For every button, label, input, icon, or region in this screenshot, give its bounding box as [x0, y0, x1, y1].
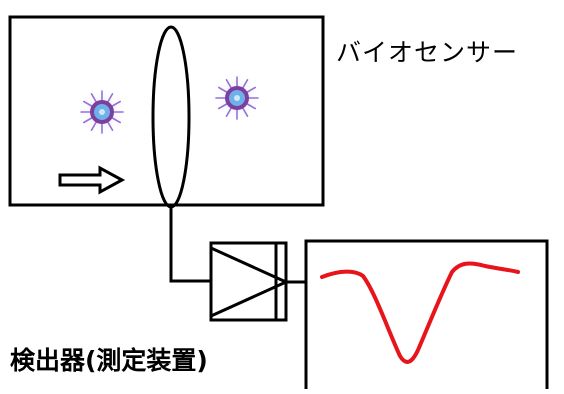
flow-arrow-icon: [58, 165, 126, 195]
detector-label: 検出器(測定装置): [10, 346, 208, 375]
sensor-ring: [151, 25, 191, 209]
connector-wire: [169, 207, 211, 283]
virus-particle-icon: [76, 86, 128, 138]
biosensor-chamber: [8, 15, 325, 207]
signal-monitor: [304, 239, 549, 394]
signal-curve: [320, 261, 520, 364]
virus-particle-icon: [211, 72, 263, 124]
triangle-detector-icon: [209, 241, 288, 322]
biosensor-label: バイオセンサー: [336, 38, 519, 67]
